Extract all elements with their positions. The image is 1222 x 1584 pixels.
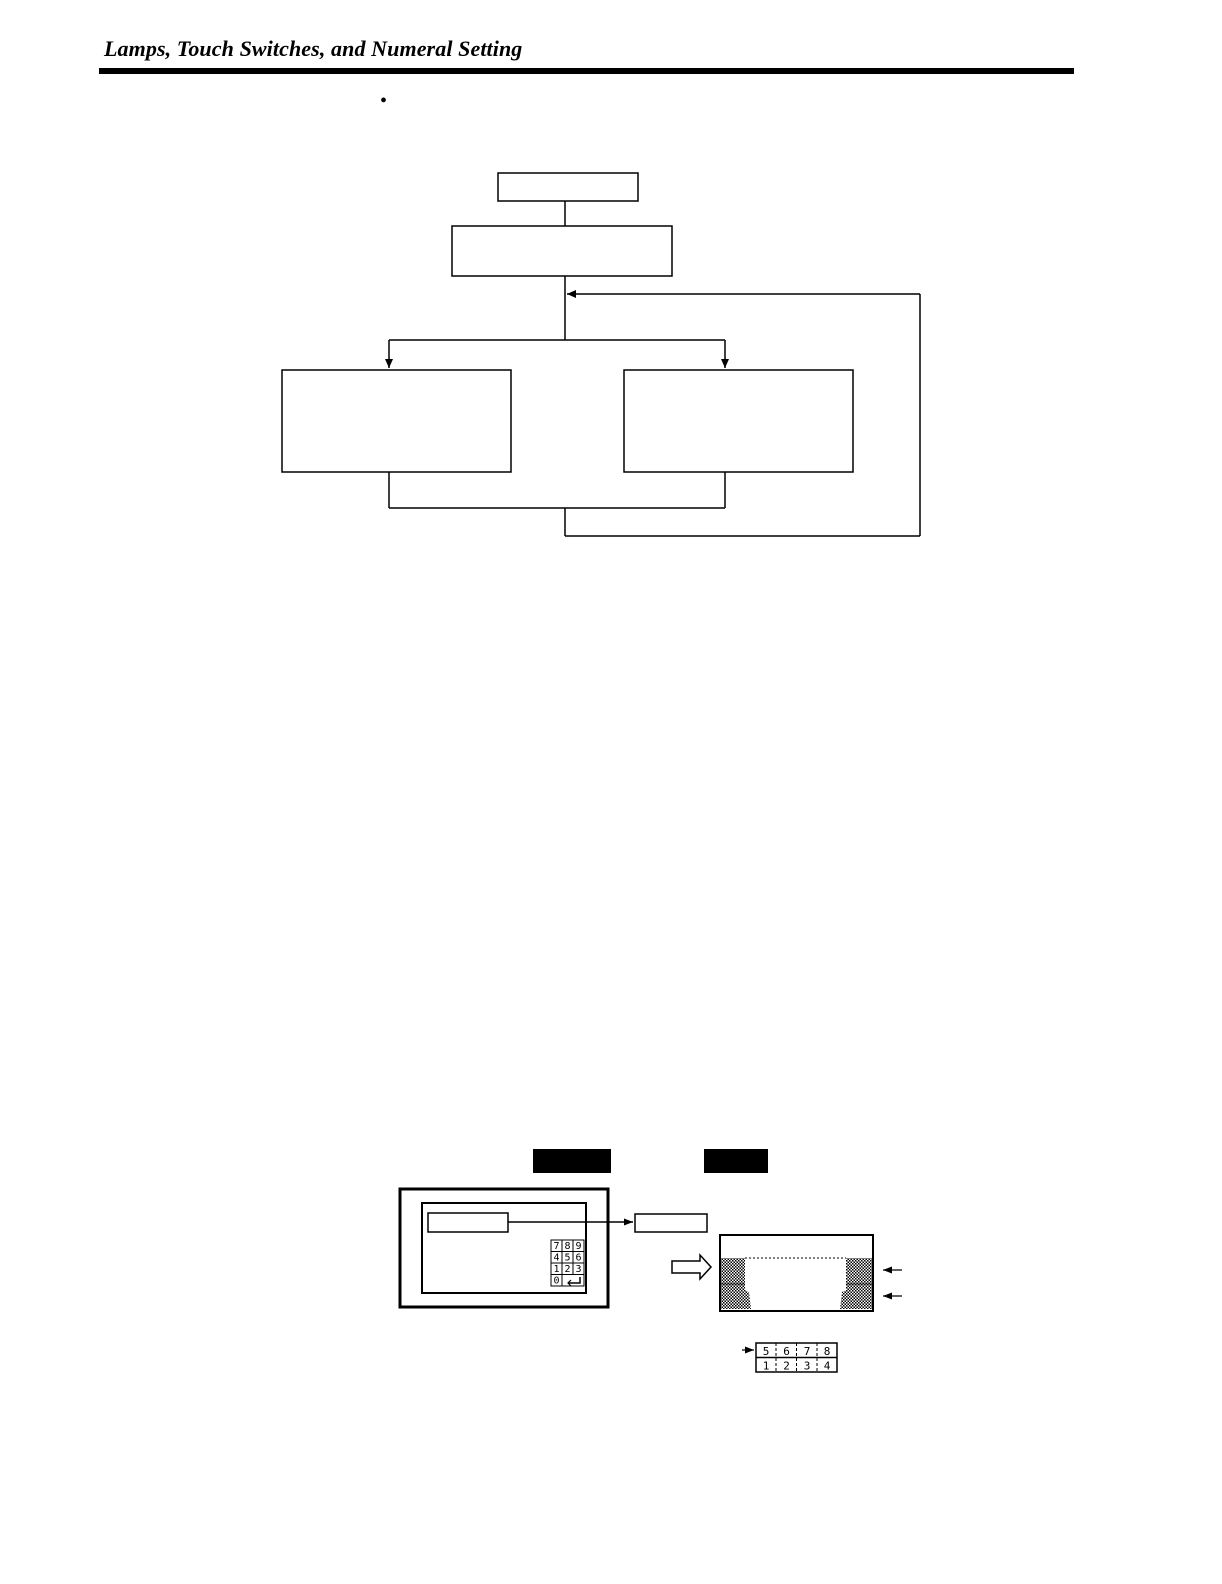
memory-box bbox=[634, 1213, 708, 1233]
digit-cell: 8 bbox=[824, 1345, 831, 1358]
ten-key-pad bbox=[550, 1239, 585, 1287]
digit-cell: 3 bbox=[804, 1360, 811, 1373]
memory-area-box bbox=[719, 1234, 874, 1312]
black-label-bar-right bbox=[704, 1149, 768, 1173]
key-3: 3 bbox=[575, 1264, 581, 1275]
digit-cell: 5 bbox=[763, 1345, 770, 1358]
key-6: 6 bbox=[575, 1253, 581, 1264]
flow-box-branch-left bbox=[281, 369, 512, 473]
digit-cell: 6 bbox=[783, 1345, 790, 1358]
pt-device-frame bbox=[398, 1187, 610, 1309]
digit-table bbox=[755, 1342, 838, 1373]
digit-cell: 2 bbox=[783, 1360, 790, 1373]
hollow-arrow-icon bbox=[671, 1253, 713, 1281]
key-0: 0 bbox=[553, 1276, 559, 1287]
key-7: 7 bbox=[553, 1241, 559, 1252]
key-4: 4 bbox=[553, 1253, 559, 1264]
bullet-point: • bbox=[380, 90, 388, 112]
page-header-title: Lamps, Touch Switches, and Numeral Setti… bbox=[104, 36, 523, 61]
key-8: 8 bbox=[564, 1241, 570, 1252]
key-9: 9 bbox=[575, 1241, 581, 1252]
header-rule bbox=[99, 68, 1074, 74]
digit-cell: 1 bbox=[763, 1360, 770, 1373]
numeral-display-field bbox=[427, 1212, 509, 1233]
pt-screen bbox=[421, 1202, 587, 1294]
flow-box-start bbox=[497, 172, 639, 202]
digit-cell: 4 bbox=[824, 1360, 831, 1373]
key-1: 1 bbox=[553, 1264, 559, 1275]
flow-box-step bbox=[451, 225, 673, 277]
flow-box-branch-right bbox=[623, 369, 854, 473]
black-label-bar-left bbox=[533, 1149, 611, 1173]
key-2: 2 bbox=[564, 1264, 570, 1275]
digit-cell: 7 bbox=[804, 1345, 811, 1358]
key-5: 5 bbox=[564, 1253, 570, 1264]
